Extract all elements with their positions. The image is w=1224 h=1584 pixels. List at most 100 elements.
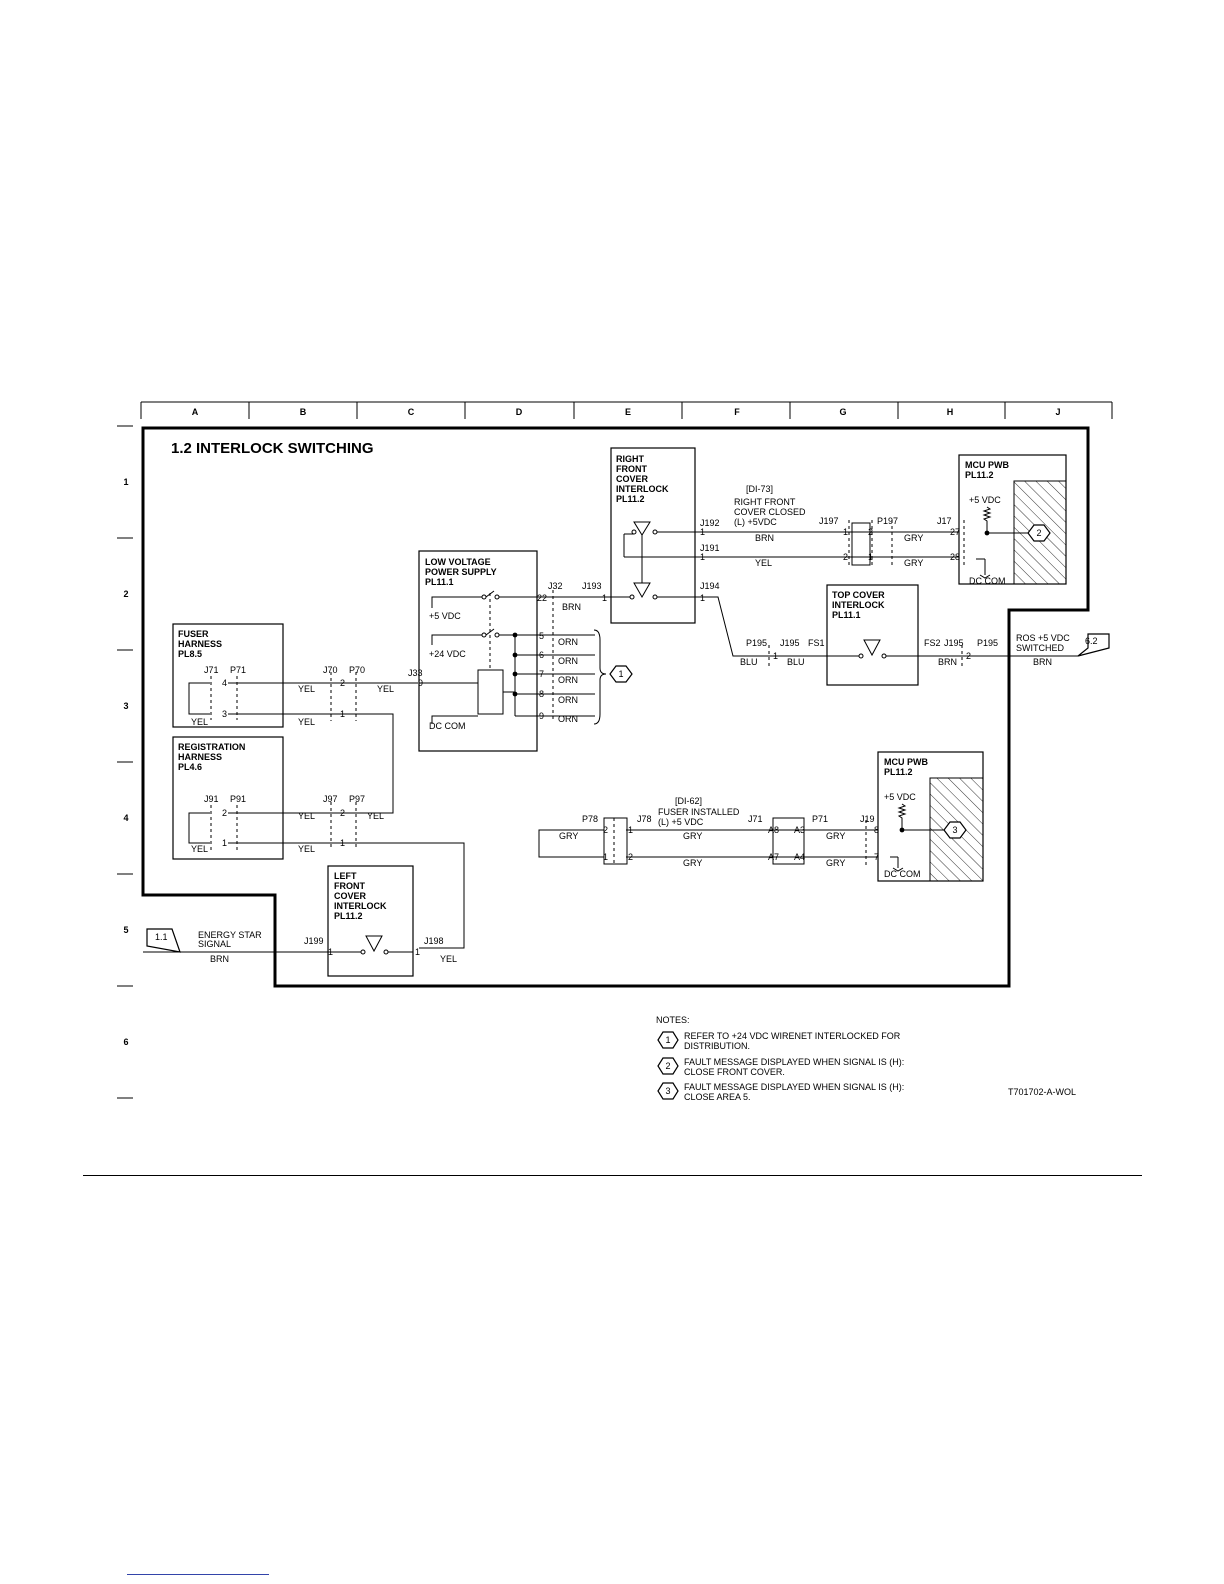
dccom-label: DC COM: [969, 576, 1006, 586]
mcu-pwb-label-1: MCU PWB PL11.2: [965, 460, 1009, 480]
grid-row-label: 6: [123, 1037, 128, 1047]
diagram-label: 2: [340, 808, 345, 818]
diagram-label: (L) +5 VDC: [658, 817, 704, 827]
wire-yel-fuser-return: [228, 713, 394, 814]
diagram-label: PL11.2: [334, 911, 363, 921]
diagram-label: COVER: [334, 891, 367, 901]
low-voltage-power-supply-box: [418, 550, 538, 752]
note-1-marker: [609, 665, 633, 683]
note-2-icon: [657, 1057, 679, 1075]
diagram-label: TOP COVER: [832, 590, 885, 600]
diagram-label: PL11.1: [425, 577, 454, 587]
diagram-label: YEL: [367, 811, 384, 821]
diagram-label: 1: [340, 709, 345, 719]
diagram-label: 9: [418, 678, 423, 688]
diagram-label: ORN: [558, 637, 578, 647]
diagram-label: INTERLOCK: [616, 484, 669, 494]
diagram-label: J71: [204, 665, 219, 675]
page-divider: [83, 1175, 1142, 1176]
diagram-label: MCU PWB: [965, 460, 1009, 470]
diagram-label: J70: [323, 665, 338, 675]
diagram-label: ENERGY STAR: [198, 930, 262, 940]
grid-col-label: D: [516, 407, 523, 417]
diagram-label: 1: [700, 527, 705, 537]
connector-housing-j197: [851, 522, 871, 566]
note-3-marker-num: 3: [952, 825, 957, 835]
diagram-label: FRONT: [616, 464, 647, 474]
diagram-label: 1: [700, 593, 705, 603]
diagram-label: P197: [877, 516, 898, 526]
diagram-label: J198: [424, 936, 444, 946]
registration-harness-label: REGISTRATION HARNESS PL4.6: [178, 742, 245, 772]
top-cover-switch-symbol: [827, 639, 918, 659]
diagram-label: PL11.1: [832, 610, 861, 620]
diagram-label: COVER: [616, 474, 649, 484]
top-cover-interlock-box: [826, 584, 919, 686]
diagram-label: 2: [340, 678, 345, 688]
diagram-label: P91: [230, 794, 246, 804]
diagram-label: J191: [700, 543, 720, 553]
diagram-label: FAULT MESSAGE DISPLAYED WHEN SIGNAL IS (…: [684, 1057, 904, 1067]
diagram-label: 2: [868, 527, 873, 537]
diagram-label: COVER CLOSED: [734, 507, 806, 517]
diagram-label: BRN: [562, 602, 581, 612]
diagram-label: 1: [868, 552, 873, 562]
diagram-label: 1: [415, 947, 420, 957]
lvps-internal-switches: [419, 590, 537, 724]
diagram-label: 1: [222, 838, 227, 848]
right-front-cover-interlock-box: [610, 447, 696, 624]
diagram-label: 1: [603, 852, 608, 862]
diagram-label: [DI-62]: [675, 796, 702, 806]
grid-row-label: 4: [123, 813, 128, 823]
left-front-cover-interlock-box: [327, 865, 414, 977]
notes-section: NOTES: 1 REFER TO +24 VDC WIRENET INTERL…: [656, 1015, 904, 1102]
diagram-label: INTERLOCK: [334, 901, 387, 911]
diagram-label: A7: [768, 852, 779, 862]
grid-row-label: 2: [123, 589, 128, 599]
footer-link-underline[interactable]: [127, 1574, 269, 1575]
diagram-label: J91: [204, 794, 219, 804]
note-3-marker: [943, 821, 967, 839]
diagram-label: YEL: [298, 844, 315, 854]
fuser-harness-box: [172, 623, 284, 728]
diagram-label: 3: [665, 1086, 670, 1096]
diagram-label: 1: [700, 552, 705, 562]
vdc5-label: +5 VDC: [969, 495, 1001, 505]
right-front-interlock-switch-symbol: [611, 521, 695, 600]
diagram-label: GRY: [904, 558, 923, 568]
diagram-label: J192: [700, 518, 720, 528]
interlock-boundary: [141, 426, 1090, 988]
connector-housing-p78: [603, 817, 628, 865]
diagram-label: 7: [874, 852, 879, 862]
diagram-label: 5: [539, 631, 544, 641]
diagram-label: PL8.5: [178, 649, 202, 659]
mcu-pwb-label-2: MCU PWB PL11.2: [884, 757, 928, 777]
diagram-label: P71: [230, 665, 246, 675]
diagram-label: P70: [349, 665, 365, 675]
diagram-label: P195: [977, 638, 998, 648]
diagram-label: 1: [843, 527, 848, 537]
diagram-label: J97: [323, 794, 338, 804]
diagram-label: BRN: [210, 954, 229, 964]
wire-blu-top-cover: [695, 596, 827, 657]
diagram-label: YEL: [298, 811, 315, 821]
diagram-label: FRONT: [334, 881, 365, 891]
diagram-label: P78: [582, 814, 598, 824]
diagram-label: P71: [812, 814, 828, 824]
ros-signal-label: ROS +5 VDC SWITCHED: [1016, 633, 1070, 653]
grid-col-label: E: [625, 407, 631, 417]
lvps-vdc5-label: +5 VDC: [429, 611, 461, 621]
diagram-label: ORN: [558, 714, 578, 724]
diagram-label: SIGNAL: [198, 939, 231, 949]
connector-housing-j71: [772, 817, 805, 865]
diagram-label: YEL: [377, 684, 394, 694]
diagram-label: RIGHT FRONT: [734, 497, 796, 507]
lvps-dccom-label: DC COM: [429, 721, 466, 731]
diagram-label: YEL: [298, 717, 315, 727]
diagram-label: J32: [548, 581, 563, 591]
diagram-label: 8: [874, 825, 879, 835]
diagram-label: ORN: [558, 675, 578, 685]
diagram-label: BRN: [755, 533, 774, 543]
diagram-label: A4: [794, 852, 805, 862]
diagram-label: GRY: [826, 858, 845, 868]
